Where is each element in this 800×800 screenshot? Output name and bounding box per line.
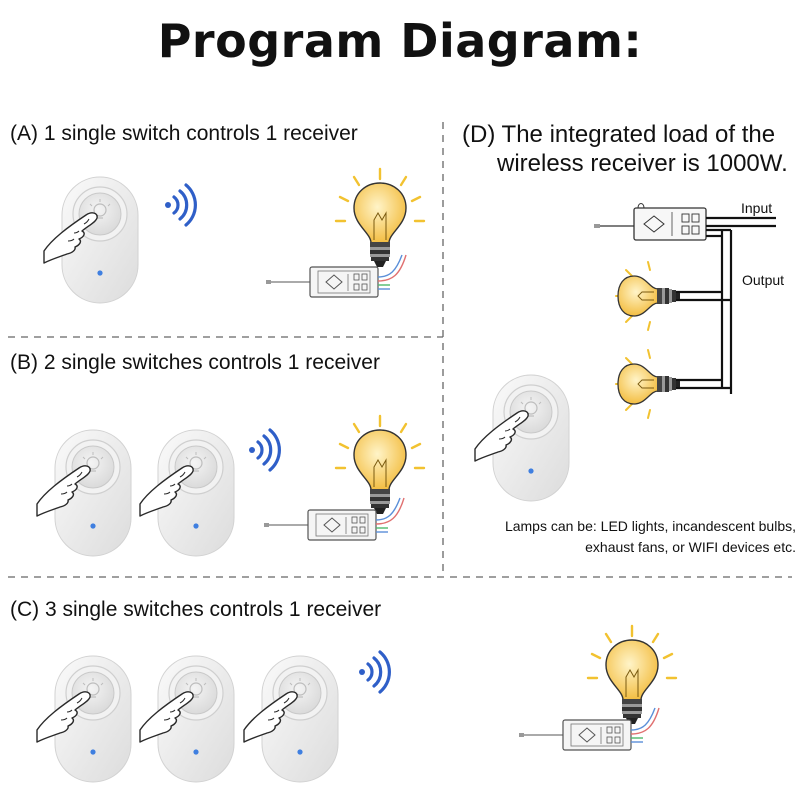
wall-switch-icon (43, 176, 139, 304)
section-d-label-line2: wireless receiver is 1000W. (497, 150, 788, 177)
section-d (474, 203, 776, 502)
wall-switch-icon (139, 429, 235, 557)
wall-switch-icon (243, 655, 339, 783)
section-c-label: (C) 3 single switches controls 1 receive… (10, 598, 382, 621)
wireless-signal-icon (163, 183, 197, 227)
light-bulb-icon (586, 624, 678, 726)
light-bulb-icon (334, 414, 426, 516)
section-a-label: (A) 1 single switch controls 1 receiver (10, 122, 358, 145)
section-a (43, 167, 426, 304)
wireless-signal-icon (247, 428, 281, 472)
section-b (36, 414, 426, 557)
wall-switch-icon (36, 429, 132, 557)
light-bulb-icon (615, 261, 681, 331)
lamps-note-line1: Lamps can be: LED lights, incandescent b… (504, 518, 796, 534)
input-label: Input (741, 200, 773, 216)
page-title: Program Diagram: (157, 14, 643, 68)
receiver-module-icon (594, 203, 707, 241)
wireless-signal-icon (357, 650, 391, 694)
light-bulb-icon (334, 167, 426, 269)
light-bulb-icon (615, 349, 681, 419)
lamps-note-line2: exhaust fans, or WIFI devices etc. (585, 539, 796, 555)
wall-switch-icon (36, 655, 132, 783)
section-d-label-line1: (D) The integrated load of the (462, 121, 776, 148)
output-label: Output (742, 272, 785, 288)
wall-switch-icon (139, 655, 235, 783)
section-b-label: (B) 2 single switches controls 1 receive… (10, 351, 380, 374)
section-c (36, 624, 678, 783)
wall-switch-icon (474, 374, 570, 502)
